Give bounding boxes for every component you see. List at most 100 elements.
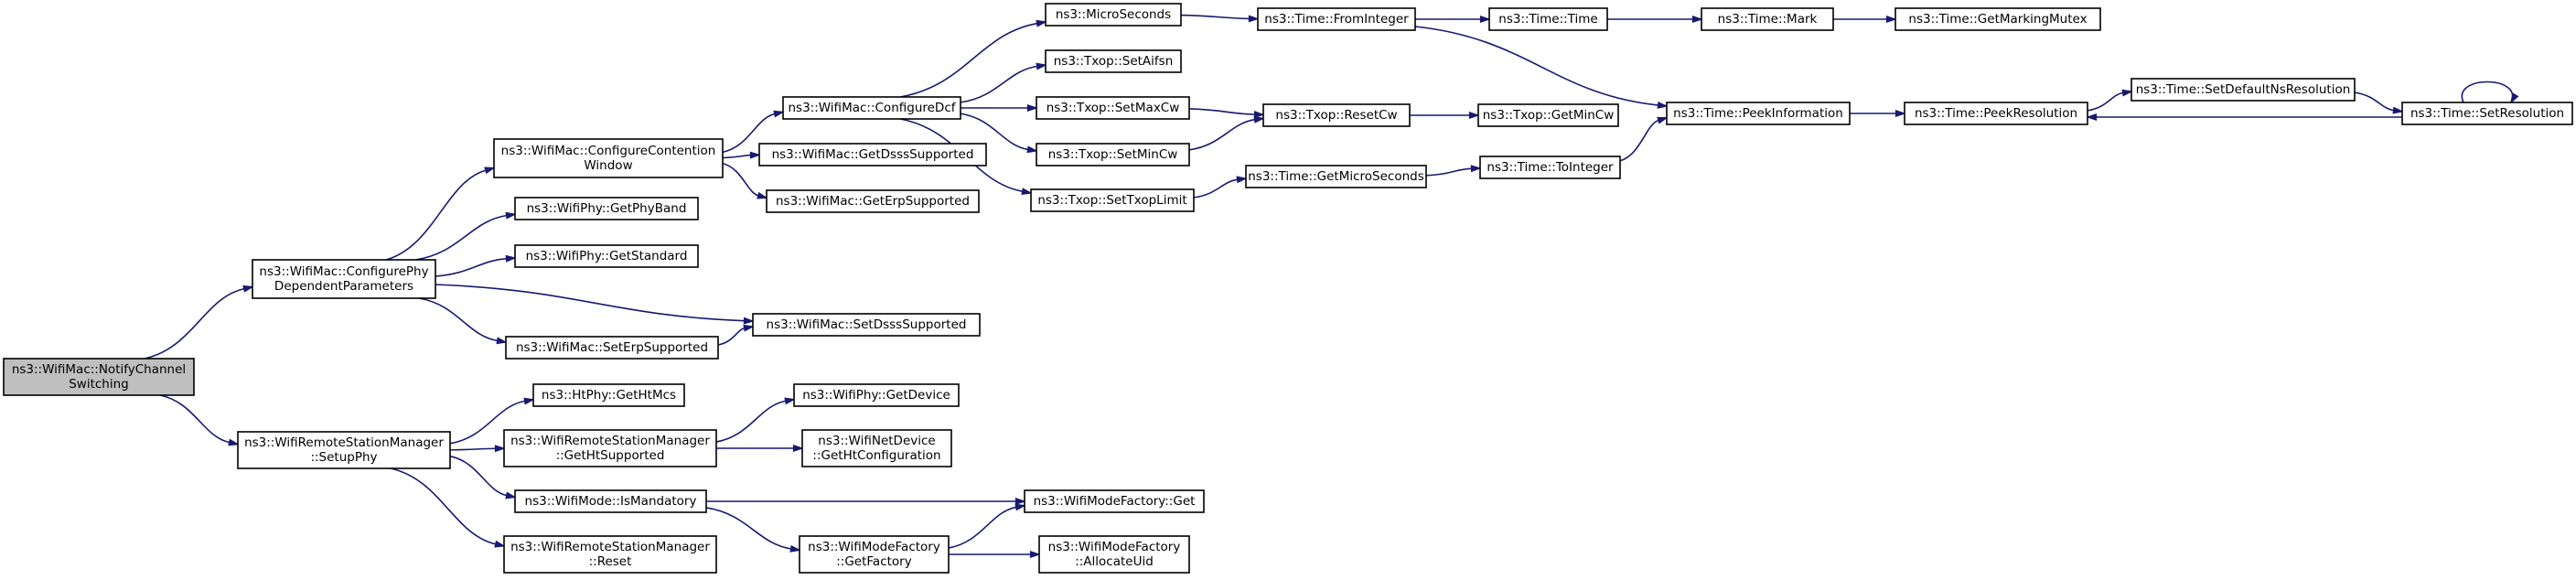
arrowhead-icon [773, 110, 785, 118]
node-box [1045, 3, 1182, 27]
function-node[interactable]: ns3::WifiModeFactory::AllocateUid [1038, 535, 1190, 574]
call-edge-n27-n25 [2086, 113, 2402, 121]
function-node[interactable]: ns3::Time::PeekResolution [1904, 102, 2088, 125]
call-edge-n2-n31 [390, 467, 506, 548]
arrowhead-icon [2510, 92, 2519, 104]
function-node[interactable]: ns3::Time::FromInteger [1257, 7, 1416, 31]
call-edge-n26-n27 [2354, 91, 2404, 114]
node-label: ns3::WifiMac::SetDsssSupported [767, 317, 967, 332]
node-label: ns3::WifiModeFactory [808, 540, 940, 554]
node-box [1666, 102, 1851, 125]
node-label: ns3::WifiRemoteStationManager [510, 540, 710, 554]
arrowhead-icon [784, 397, 796, 405]
node-layer: ns3::WifiMac::NotifyChannelSwitchingns3:… [3, 3, 2573, 574]
node-box [514, 197, 699, 220]
arrowhead-icon [1468, 112, 1480, 119]
function-node[interactable]: ns3::HtPhy::GetHtMcs [532, 383, 685, 407]
arrowhead-icon [1885, 16, 1897, 23]
call-edge-n2-n29 [449, 445, 506, 453]
edge-line [159, 394, 231, 444]
node-box [503, 429, 717, 467]
function-node[interactable]: ns3::WifiMac::GetErpSupported [766, 189, 980, 213]
node-box [758, 143, 987, 166]
function-node[interactable]: ns3::Txop::GetMinCw [1477, 103, 1619, 127]
node-box [1701, 7, 1834, 31]
function-node[interactable]: ns3::WifiPhy::GetPhyBand [514, 197, 699, 220]
function-node[interactable]: ns3::WifiRemoteStationManager::Reset [503, 535, 717, 574]
function-node[interactable]: ns3::Time::ToInteger [1479, 156, 1621, 179]
function-node[interactable]: ns3::Txop::SetMaxCw [1036, 96, 1190, 120]
node-label: ns3::WifiNetDevice [818, 434, 935, 448]
function-node[interactable]: ns3::WifiMac::ConfigureDcf [782, 96, 961, 120]
function-node[interactable]: ns3::Txop::SetTxopLimit [1030, 188, 1195, 212]
function-node[interactable]: ns3::Time::GetMarkingMutex [1894, 7, 2101, 31]
function-node[interactable]: ns3::Time::SetDefaultNsResolution [2131, 78, 2356, 102]
arrowhead-icon [1657, 116, 1669, 124]
call-edge-n1-n4 [415, 211, 517, 261]
function-node[interactable]: ns3::WifiModeFactory::Get [1024, 489, 1205, 513]
function-node[interactable]: ns3::Txop::SetAifsn [1045, 49, 1182, 73]
function-node[interactable]: ns3::WifiPhy::GetStandard [514, 244, 699, 268]
function-node[interactable]: ns3::WifiMac::SetErpSupported [505, 336, 719, 360]
node-box [514, 489, 707, 513]
function-node[interactable]: ns3::WifiMac::SetDsssSupported [752, 313, 981, 337]
edge-line [449, 455, 508, 497]
arrowhead-icon [1236, 176, 1248, 184]
node-box [1904, 102, 2088, 125]
node-label: ::GetHtConfiguration [812, 448, 940, 463]
edge-line [390, 467, 497, 545]
function-node[interactable]: ns3::WifiRemoteStationManager::GetHtSupp… [503, 429, 717, 467]
arrowhead-icon [757, 191, 768, 199]
arrowhead-icon [2392, 106, 2404, 114]
node-label: ns3::Txop::ResetCw [1275, 108, 1397, 123]
node-label: ::SetupPhy [310, 450, 377, 465]
node-box [1045, 49, 1182, 73]
call-edge-n0-n2 [159, 394, 240, 446]
arrowhead-icon [494, 540, 506, 548]
arrowhead-icon [505, 254, 517, 263]
node-label: ns3::Time::SetResolution [2410, 106, 2564, 121]
function-node[interactable]: ns3::Txop::SetMinCw [1036, 143, 1190, 166]
node-label: ns3::Time::ToInteger [1487, 160, 1614, 175]
node-label: ns3::Time::GetMarkingMutex [1908, 12, 2087, 27]
arrowhead-icon [1014, 503, 1026, 511]
node-box [1024, 489, 1205, 513]
edge-line [722, 113, 776, 154]
node-label: ns3::WifiPhy::GetPhyBand [527, 201, 687, 216]
function-node[interactable]: ns3::WifiMac::ConfigurePhyDependentParam… [252, 259, 436, 299]
node-label: ::GetHtSupported [556, 448, 665, 463]
function-node[interactable]: ns3::WifiNetDevice::GetHtConfiguration [801, 429, 952, 467]
function-node[interactable]: ns3::WifiMode::IsMandatory [514, 489, 707, 513]
edge-line [705, 507, 792, 550]
function-node[interactable]: ns3::MicroSeconds [1045, 3, 1182, 27]
node-box [766, 189, 980, 213]
node-label: ns3::Txop::SetTxopLimit [1037, 193, 1186, 208]
node-box [2401, 102, 2573, 125]
function-node[interactable]: ns3::WifiPhy::GetDevice [793, 383, 960, 407]
edge-layer [144, 14, 2519, 558]
function-node[interactable]: ns3::Time::PeekInformation [1666, 102, 1851, 125]
call-edge-n13-n17 [1188, 108, 1265, 119]
function-node[interactable]: ns3::Time::Mark [1701, 7, 1834, 31]
function-node[interactable]: ns3::WifiModeFactory::GetFactory [799, 535, 950, 574]
function-node[interactable]: ns3::WifiMac::GetDsssSupported [758, 143, 987, 166]
function-node[interactable]: ns3::WifiRemoteStationManager::SetupPhy [237, 431, 451, 469]
edge-line [722, 162, 759, 197]
node-box [252, 259, 436, 299]
edge-line [899, 22, 1038, 98]
node-box [1038, 535, 1190, 574]
function-node[interactable]: ns3::Time::SetResolution [2401, 102, 2573, 125]
node-label: ns3::HtPhy::GetHtMcs [542, 388, 676, 403]
call-edge-n3-n8 [722, 110, 785, 154]
edge-line [1414, 26, 1659, 106]
function-node[interactable]: ns3::Txop::ResetCw [1262, 103, 1411, 127]
edge-line [715, 400, 787, 443]
node-box [1036, 96, 1190, 120]
call-edge-n16-n23 [1414, 26, 1669, 109]
node-box [532, 383, 685, 407]
function-node[interactable]: ns3::Time::GetMicroSeconds [1245, 165, 1427, 188]
node-label: ns3::WifiModeFactory [1048, 540, 1181, 554]
function-node[interactable]: ns3::Time::Time [1488, 7, 1608, 31]
